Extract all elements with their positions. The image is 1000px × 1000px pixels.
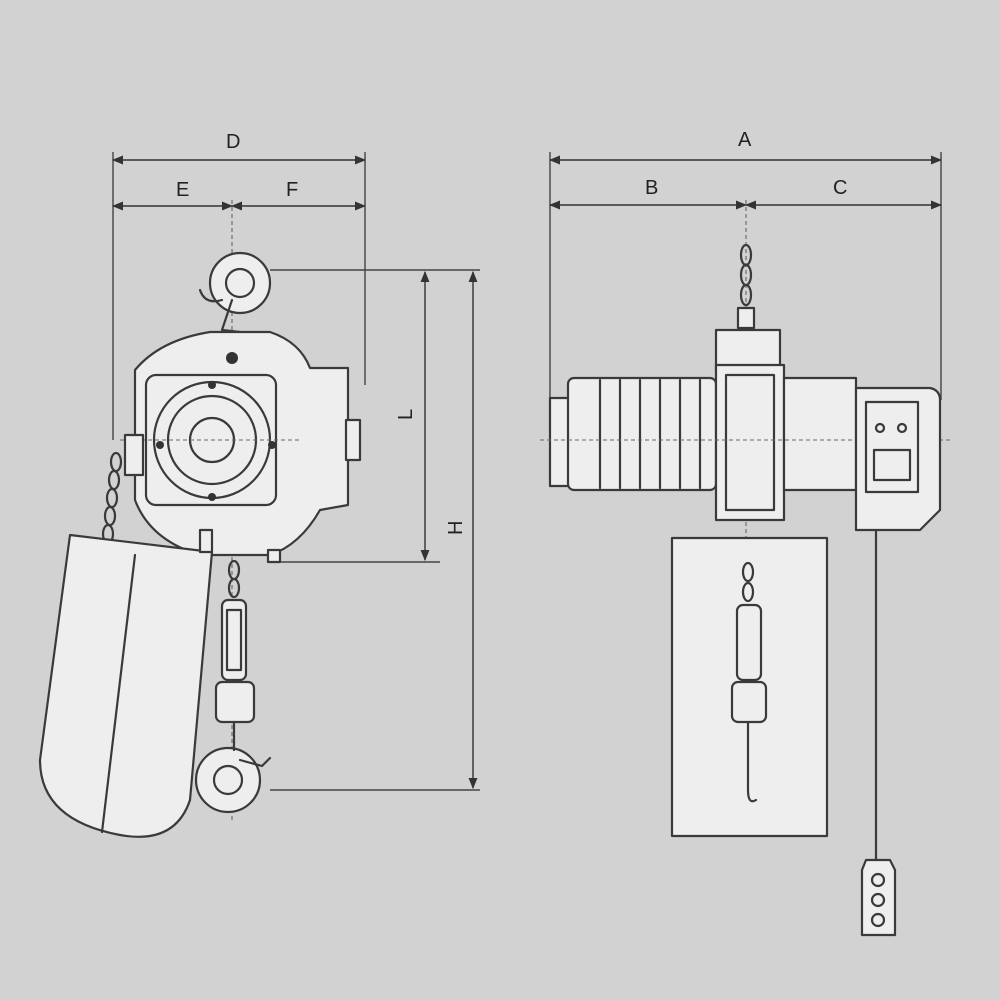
- control-box: [854, 386, 942, 862]
- dim-label-d: D: [226, 131, 240, 153]
- dim-label-f: F: [286, 179, 298, 201]
- top-suspension-chain: [736, 243, 756, 330]
- front-view: A B C: [540, 129, 950, 937]
- dim-label-b: B: [645, 177, 658, 199]
- dim-label-c: C: [833, 177, 847, 199]
- side-view: D E F L H: [38, 131, 480, 838]
- dim-label-e: E: [176, 179, 189, 201]
- top-hook: [198, 251, 272, 334]
- load-chain-side: [101, 451, 123, 545]
- motor-drum: [540, 363, 950, 522]
- hoist-body-side: [120, 330, 362, 564]
- chain-bucket: [38, 528, 214, 838]
- dim-label-h: H: [445, 521, 467, 535]
- hook-block-front: [730, 561, 768, 803]
- dim-label-l: L: [395, 409, 417, 420]
- pendant-switch: [860, 858, 897, 937]
- hook-block-side: [194, 559, 272, 814]
- dim-label-a: A: [738, 129, 752, 151]
